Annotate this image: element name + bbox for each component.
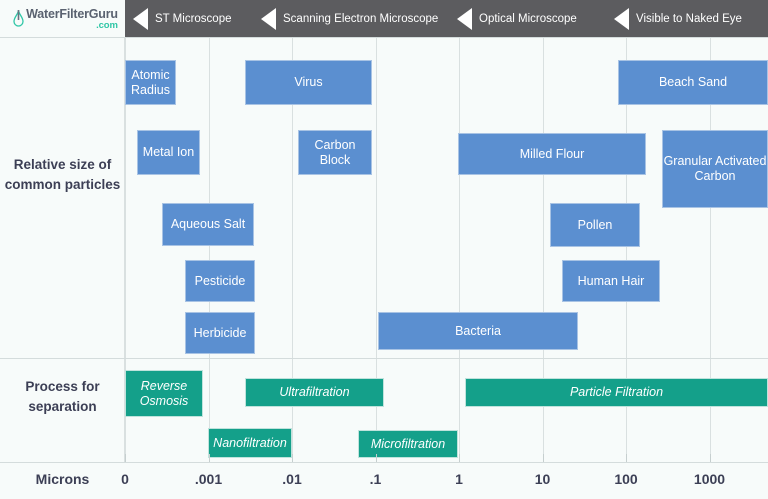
axis-title: Microns bbox=[35, 471, 90, 487]
axis-tick bbox=[375, 454, 377, 462]
process-bar[interactable]: Reverse Osmosis bbox=[125, 370, 203, 417]
scale-segment-3[interactable]: Optical Microscope bbox=[449, 0, 606, 37]
particle-bar[interactable]: Human Hair bbox=[562, 260, 660, 302]
particle-bar-label: Human Hair bbox=[577, 273, 645, 288]
particle-bar-label: Metal Ion bbox=[142, 145, 195, 159]
particle-bar[interactable]: Bacteria bbox=[378, 312, 578, 350]
process-bar[interactable]: Ultrafiltration bbox=[245, 378, 384, 407]
axis-tick-label: .01 bbox=[282, 471, 302, 487]
process-bar[interactable]: Microfiltration bbox=[358, 430, 458, 458]
particle-bar[interactable]: Metal Ion bbox=[137, 130, 200, 175]
water-drop-icon bbox=[13, 9, 24, 29]
particle-bar[interactable]: Atomic Radius bbox=[125, 60, 176, 105]
particle-bar-label: Beach Sand bbox=[658, 75, 728, 89]
axis-tick bbox=[125, 454, 126, 462]
process-bar-label: Particle Filtration bbox=[569, 385, 664, 399]
particle-bar[interactable]: Granular Activated Carbon bbox=[662, 130, 768, 208]
scale-header: WaterFilterGuru .com ST Microscope Scanni… bbox=[0, 0, 768, 37]
scale-segment-label: Visible to Naked Eye bbox=[636, 12, 742, 25]
process-bar-label: Ultrafiltration bbox=[279, 385, 350, 399]
scale-segment-1[interactable]: ST Microscope bbox=[125, 0, 253, 37]
axis-tick-label: 100 bbox=[614, 471, 638, 487]
axis-tick bbox=[542, 454, 544, 462]
gridline-10 bbox=[542, 37, 544, 462]
particle-bar-label: Granular Activated Carbon bbox=[663, 154, 767, 183]
particle-bar[interactable]: Virus bbox=[245, 60, 372, 105]
section-divider-3 bbox=[0, 462, 768, 463]
axis-tick bbox=[459, 454, 460, 462]
particle-bar-label: Carbon Block bbox=[314, 137, 356, 167]
axis-tick bbox=[709, 454, 711, 462]
particle-bar-label: Milled Flour bbox=[519, 146, 585, 161]
particle-bar-label: Pollen bbox=[577, 217, 613, 232]
axis-tick-label: .1 bbox=[369, 471, 382, 487]
axis-tick bbox=[208, 454, 210, 462]
left-triangle-icon bbox=[133, 7, 148, 30]
particle-bar[interactable]: Beach Sand bbox=[618, 60, 768, 105]
gridline-100 bbox=[626, 37, 627, 462]
left-triangle-icon bbox=[614, 7, 629, 30]
particle-bar-label: Virus bbox=[294, 75, 323, 89]
particle-bar-label: Aqueous Salt bbox=[170, 217, 246, 231]
particle-bar-label: Pesticide bbox=[194, 273, 246, 288]
particles-section-label: Relative size of common particles bbox=[4, 157, 121, 192]
gridline-1000 bbox=[709, 37, 711, 462]
axis-tick-label: 1 bbox=[455, 471, 463, 487]
left-column-divider bbox=[124, 37, 125, 462]
brand-logo[interactable]: WaterFilterGuru .com bbox=[0, 0, 125, 37]
particle-bar-label: Herbicide bbox=[193, 325, 247, 340]
particle-bar-label: Bacteria bbox=[455, 323, 501, 338]
brand-name: WaterFilterGuru bbox=[26, 7, 118, 22]
particle-bar[interactable]: Aqueous Salt bbox=[162, 203, 254, 246]
left-triangle-icon bbox=[457, 7, 472, 30]
section-divider-1 bbox=[0, 37, 768, 38]
axis-tick-label: .001 bbox=[194, 471, 223, 487]
axis-tick bbox=[292, 454, 293, 462]
particle-bar[interactable]: Pollen bbox=[550, 203, 640, 247]
gridline-.1 bbox=[375, 37, 377, 462]
particle-bar-label: Atomic Radius bbox=[131, 67, 170, 97]
left-triangle-icon bbox=[261, 7, 276, 30]
scale-segment-label: Scanning Electron Microscope bbox=[283, 12, 439, 25]
gridline-.001 bbox=[208, 37, 210, 462]
process-bar-label: Microfiltration bbox=[370, 436, 446, 451]
axis-tick bbox=[626, 454, 627, 462]
process-section-label: Process for separation bbox=[25, 379, 100, 414]
process-bar[interactable]: Particle Filtration bbox=[465, 378, 768, 407]
axis-tick-label: 1000 bbox=[693, 471, 726, 487]
process-bar[interactable]: Nanofiltration bbox=[208, 428, 292, 458]
particle-bar[interactable]: Carbon Block bbox=[298, 130, 372, 175]
scale-segments: ST Microscope Scanning Electron Microscop… bbox=[125, 0, 768, 37]
axis-tick-label: 10 bbox=[534, 471, 551, 487]
particle-bar[interactable]: Pesticide bbox=[185, 260, 255, 302]
x-axis: Microns 0 .001 .01 .1 1 10 100 1000 bbox=[0, 454, 768, 499]
section-divider-2 bbox=[0, 358, 768, 359]
brand-tld: .com bbox=[96, 20, 118, 32]
particle-bar[interactable]: Herbicide bbox=[185, 312, 255, 354]
process-bar-label: Nanofiltration bbox=[213, 435, 287, 450]
scale-segment-4[interactable]: Visible to Naked Eye bbox=[606, 0, 768, 37]
scale-segment-label: ST Microscope bbox=[155, 12, 232, 25]
gridline-0 bbox=[125, 37, 126, 462]
axis-tick-label: 0 bbox=[121, 471, 129, 487]
scale-segment-label: Optical Microscope bbox=[479, 12, 577, 25]
particle-bar[interactable]: Milled Flour bbox=[458, 133, 646, 175]
scale-segment-2[interactable]: Scanning Electron Microscope bbox=[253, 0, 449, 37]
process-bar-label: Reverse Osmosis bbox=[139, 378, 189, 408]
gridline-1 bbox=[459, 37, 460, 462]
gridline-.01 bbox=[292, 37, 293, 462]
